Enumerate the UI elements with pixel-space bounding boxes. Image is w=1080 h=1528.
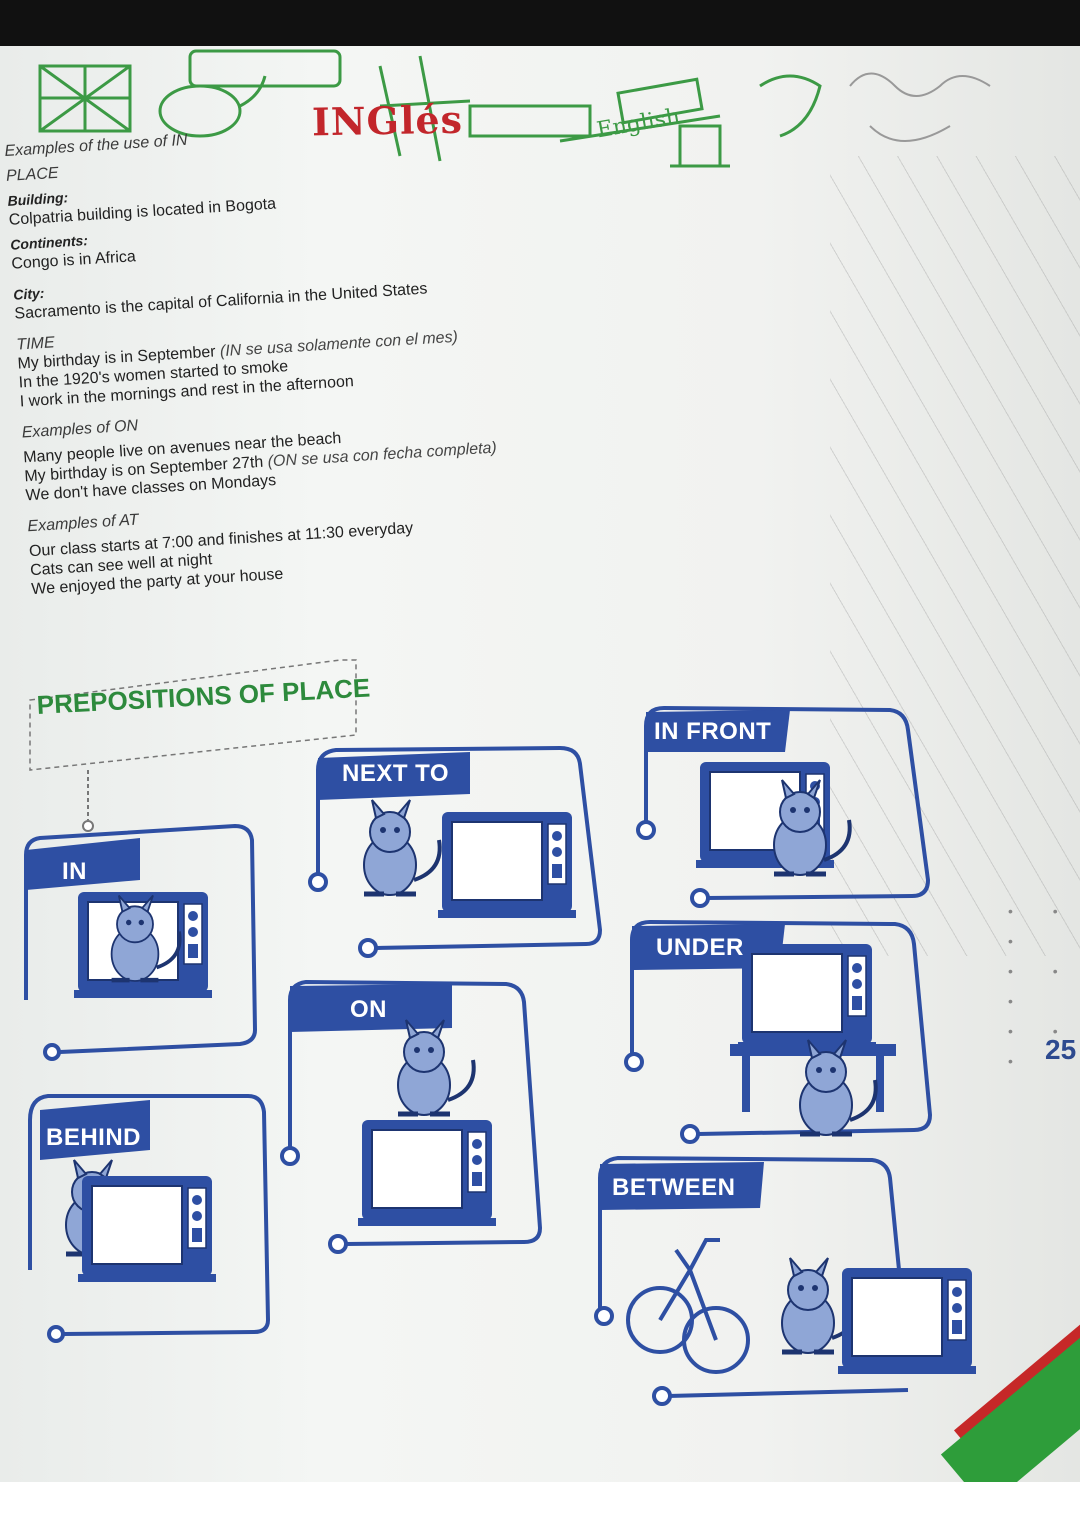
bus-icon xyxy=(188,49,342,88)
decorative-dots: • • •• • •• • • xyxy=(1008,903,1076,1069)
label-in: IN xyxy=(62,858,87,885)
leaf-icon xyxy=(759,74,822,138)
label-behind: BEHIND xyxy=(46,1124,142,1151)
card-between xyxy=(594,1155,977,1406)
bridge-icon xyxy=(378,55,471,162)
bottom-white-bar xyxy=(0,1482,1080,1528)
label-in-front: IN FRONT xyxy=(654,718,772,745)
card-behind xyxy=(28,1094,271,1343)
bicycle-icon xyxy=(626,1238,750,1374)
top-hat-icon xyxy=(670,124,730,168)
label-next-to: NEXT TO xyxy=(342,760,450,787)
english-banner-icon xyxy=(616,77,704,125)
page-number: 25 xyxy=(1045,1034,1077,1065)
card-in xyxy=(24,823,258,1061)
card-in-front xyxy=(636,705,931,908)
label-under: UNDER xyxy=(656,934,744,961)
card-on xyxy=(280,979,543,1254)
label-on: ON xyxy=(350,996,387,1023)
header-doodle-illustration: English xyxy=(38,49,991,168)
label-between: BETWEEN xyxy=(612,1174,736,1201)
card-under xyxy=(624,919,933,1144)
card-next-to xyxy=(308,745,603,958)
top-dark-bar xyxy=(0,0,1080,46)
decorative-hatching xyxy=(830,156,1080,956)
